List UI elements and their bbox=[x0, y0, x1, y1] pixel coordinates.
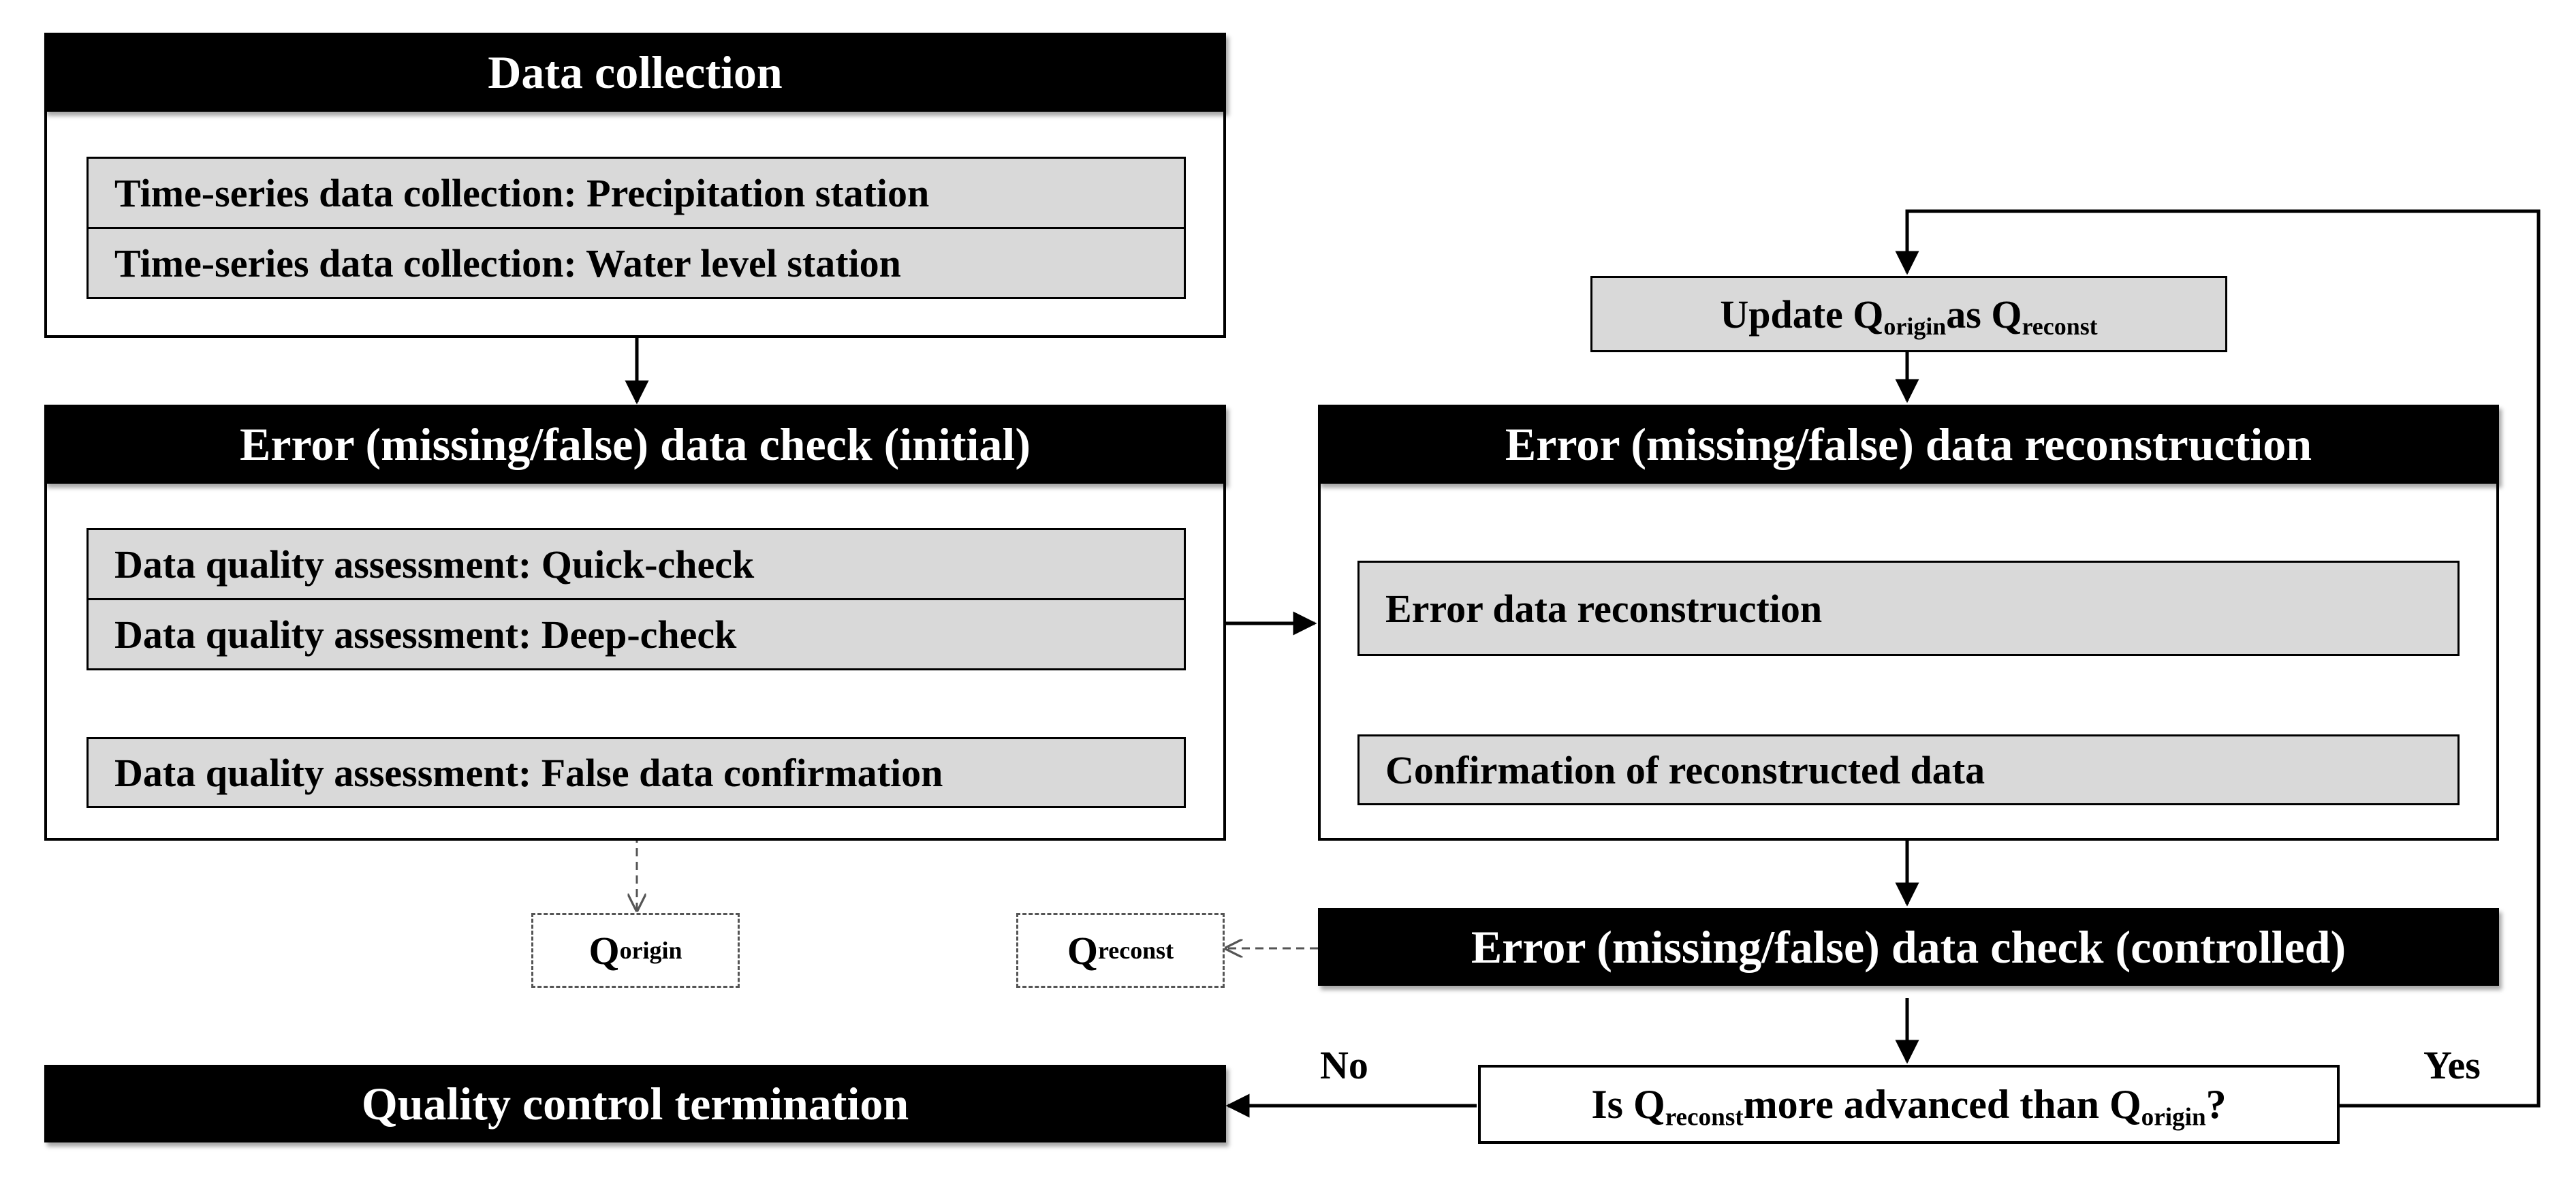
termination-header: Quality control termination bbox=[44, 1065, 1226, 1142]
reconstructed-data-confirmation-item: Confirmation of reconstructed data bbox=[1357, 734, 2460, 805]
update-q-reconst: Qreconst bbox=[1991, 292, 2098, 340]
quick-check-item: Data quality assessment: Quick-check bbox=[87, 528, 1186, 600]
yes-label: Yes bbox=[2423, 1043, 2481, 1087]
deep-check-item: Data quality assessment: Deep-check bbox=[87, 598, 1186, 670]
update-qorigin-box: Update Qorigin as Qreconst bbox=[1590, 276, 2227, 352]
controlled-check-header: Error (missing/false) data check (contro… bbox=[1318, 908, 2499, 986]
initial-check-header: Error (missing/false) data check (initia… bbox=[44, 405, 1226, 484]
false-data-confirmation-item: Data quality assessment: False data conf… bbox=[87, 737, 1186, 808]
arrow-decision-yes-loop bbox=[1895, 209, 2541, 1108]
data-collection-header: Data collection bbox=[44, 33, 1226, 112]
decision-q-origin: Qorigin bbox=[2109, 1081, 2206, 1131]
decision-box: Is Qreconst more advanced than Qorigin ? bbox=[1478, 1065, 2340, 1144]
decision-q-reconst: Qreconst bbox=[1633, 1081, 1744, 1131]
update-prefix: Update bbox=[1720, 292, 1843, 337]
precipitation-collection-item: Time-series data collection: Precipitati… bbox=[87, 157, 1186, 229]
water-level-collection-item: Time-series data collection: Water level… bbox=[87, 227, 1186, 299]
no-label: No bbox=[1320, 1043, 1368, 1087]
error-data-reconstruction-item: Error data reconstruction bbox=[1357, 561, 2460, 656]
update-mid: as bbox=[1946, 292, 1981, 337]
reconstruction-header: Error (missing/false) data reconstructio… bbox=[1318, 405, 2499, 484]
update-q-origin: Qorigin bbox=[1853, 292, 1947, 340]
